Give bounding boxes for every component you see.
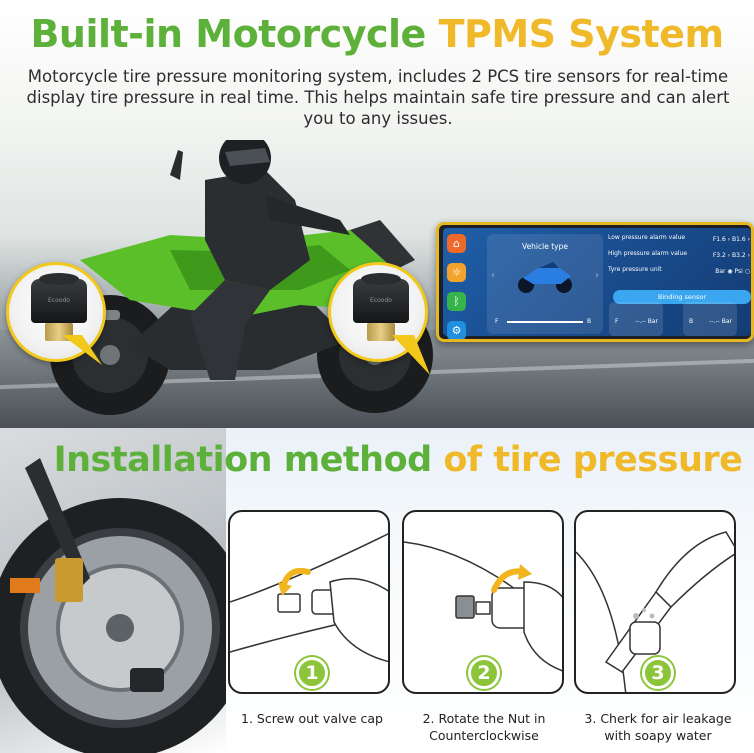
tire-position-label: F [615,318,619,325]
section-title-yellow-part: of tire pressure [443,440,743,480]
hero-section: Built-in Motorcycle TPMS System Motorcyc… [0,0,754,428]
display-sidebar: ⌂ ☼ ᛒ ⚙ [447,234,467,339]
setting-high-pressure[interactable]: High pressure alarm value F3.2 › B3.2 › [608,250,750,266]
front-wheel-photo [0,428,226,753]
setting-label: Tyre pressure unit [608,266,662,273]
arrow-left-icon[interactable]: ‹ [491,270,495,281]
intro-paragraph: Motorcycle tire pressure monitoring syst… [26,67,730,128]
setting-value: Bar ◉ Psi ○ [715,268,750,275]
sun-icon[interactable]: ☼ [447,263,466,282]
motorcycle-icon [518,262,572,293]
settings-icon[interactable]: ⚙ [447,321,466,339]
setting-value: F3.2 › B3.2 › [712,252,750,259]
sensor-valve-base [367,323,395,341]
step-1-caption: 1. Screw out valve cap [241,711,383,726]
tire-sensor-icon [31,273,87,323]
setting-low-pressure[interactable]: Low pressure alarm value F1.6 › B1.6 › [608,234,750,250]
page-title: Built-in Motorcycle TPMS System [0,12,754,56]
step-3-badge: 3 [642,657,674,689]
rear-tire-reading: B --.-- Bar [683,302,737,336]
tire-pressure-value: --.-- Bar [635,318,658,325]
vehicle-type-label: Vehicle type [522,242,568,251]
vehicle-type-panel: Vehicle type ‹ › F B [487,234,603,334]
tpms-display-device: ⌂ ☼ ᛒ ⚙ Vehicle type ‹ › F B [436,222,754,342]
title-green-part: Built-in Motorcycle [30,12,426,56]
title-yellow-part: TPMS System [438,12,724,56]
wheel-illustration [0,458,226,753]
front-sensor-pointer [392,335,430,375]
setting-pressure-unit[interactable]: Tyre pressure unit Bar ◉ Psi ○ [608,266,750,282]
sensor-brand-label: Ecoodo [48,297,70,304]
balance-slider[interactable] [507,321,583,323]
arrow-right-icon[interactable]: › [595,270,599,281]
step-2-caption: 2. Rotate the Nut in Counterclockwise [422,711,546,743]
front-tire-reading: F --.-- Bar [609,302,663,336]
step-1-badge: 1 [296,657,328,689]
step-2-badge: 2 [468,657,500,689]
tire-sensor-icon [353,273,409,323]
setting-value: F1.6 › B1.6 › [712,236,750,243]
tire-position-label: B [689,318,694,325]
rear-sensor-pointer [62,335,102,365]
soapy-water-check-illustration [576,531,734,692]
step-1-panel [228,510,390,694]
slider-front-label: F [495,318,499,325]
setting-label: High pressure alarm value [608,250,688,257]
unscrew-cap-illustration [230,533,388,663]
sensor-brand-label: Ecoodo [370,297,392,304]
bluetooth-icon[interactable]: ᛒ [447,292,466,311]
step-3-panel [574,510,736,694]
section-title: Installation method of tire pressure [48,440,748,480]
rotate-nut-illustration [404,541,562,672]
slider-back-label: B [587,318,592,325]
tire-pressure-value: --.-- Bar [709,318,732,325]
settings-list: Low pressure alarm value F1.6 › B1.6 › H… [608,234,750,282]
step-3-caption: 3. Cherk for air leakage with soapy wate… [584,711,732,743]
rear-sensor-callout: Ecoodo [6,262,106,362]
display-screen: ⌂ ☼ ᛒ ⚙ Vehicle type ‹ › F B [443,228,751,339]
home-icon[interactable]: ⌂ [447,234,466,253]
section-title-green-part: Installation method [53,440,433,480]
binding-sensor-button[interactable]: Binding sensor [613,290,751,304]
setting-label: Low pressure alarm value [608,234,686,241]
